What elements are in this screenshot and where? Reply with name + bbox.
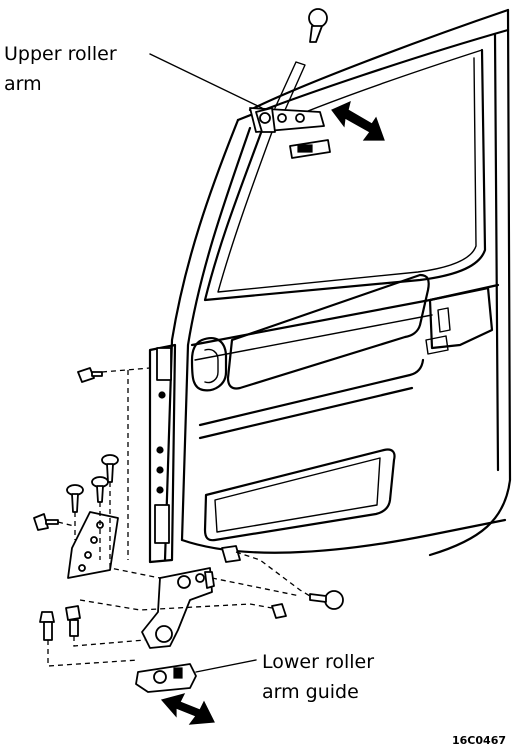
bolt-icon [221, 545, 241, 563]
bolt-icon [33, 513, 59, 531]
lower-roller-arm-guide-part [135, 663, 197, 693]
mounting-bracket-part [67, 511, 119, 579]
upper-roller-arm-label: Upper roller [4, 43, 117, 65]
bolt-icon [309, 590, 344, 610]
bolt-icon [101, 454, 119, 483]
upper-roller-arm-part [249, 61, 331, 159]
fasteners [33, 367, 344, 641]
lower-roller-arm-guide-label-line2: arm guide [262, 681, 359, 703]
upper-bolt-icon [308, 8, 328, 43]
bolt-icon [65, 605, 81, 637]
bolt-icon [91, 476, 109, 503]
assembly-lines [47, 367, 311, 667]
lower-roller-arm-part [141, 567, 215, 649]
bolt-icon [66, 484, 84, 513]
sliding-door-outline [163, 8, 512, 562]
bolt-icon [271, 603, 287, 619]
upper-roller-arm-label-line2: arm [4, 73, 42, 95]
lower-roller-arm-guide-label: Lower roller [262, 651, 374, 673]
leader-lines [149, 53, 263, 673]
bolt-icon [77, 367, 103, 383]
upper-motion-arrow-icon [331, 100, 385, 141]
front-pillar-hinges [148, 343, 177, 564]
bolt-icon [39, 611, 55, 641]
figure-code: 16C0467 [452, 734, 506, 747]
lower-motion-arrow-icon [160, 693, 215, 725]
